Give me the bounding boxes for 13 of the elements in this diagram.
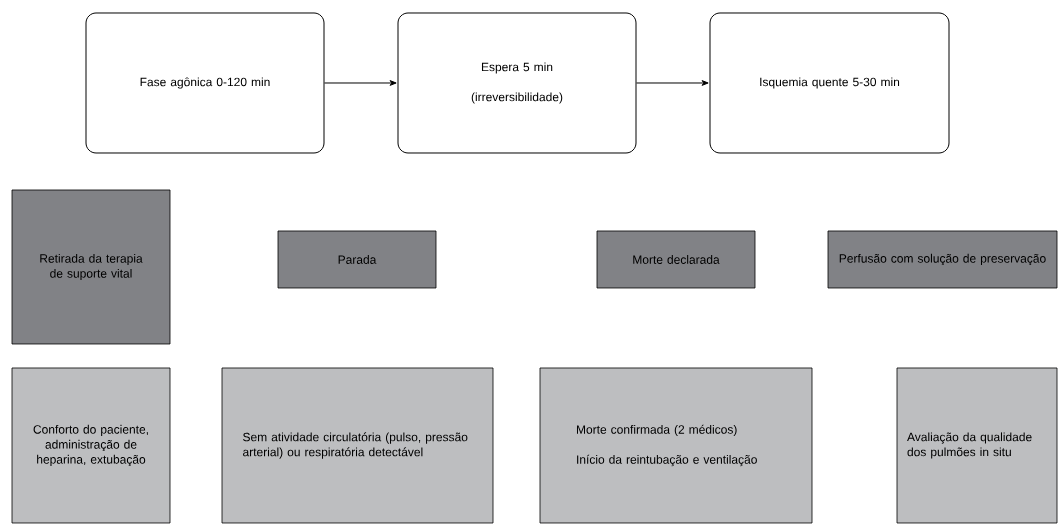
event-box: Parada [277,230,437,289]
event-box: Retirada da terapia de suporte vital [11,189,171,345]
description-box: Conforto do paciente, administração de heparina, extubação [11,367,171,524]
event-box: Morte declarada [596,230,756,289]
phase-box: Isquemia quente 5-30 min [709,12,950,154]
arrow [324,80,397,86]
description-box: Morte confirmada (2 médicos) Início da reintubação e ventilação [539,367,813,524]
description-box: Avaliação da qualidade dos pulmões in situ [896,367,1058,524]
phase-box: Fase agônica 0-120 min [85,12,325,154]
arrow [636,80,709,86]
description-box: Sem atividade circulatória (pulso, pressão arterial) ou respiratória detectável [221,367,494,524]
event-box: Perfusão com solução de preservação [827,230,1058,289]
phase-box: Espera 5 min (irreversibilidade) [397,12,637,154]
